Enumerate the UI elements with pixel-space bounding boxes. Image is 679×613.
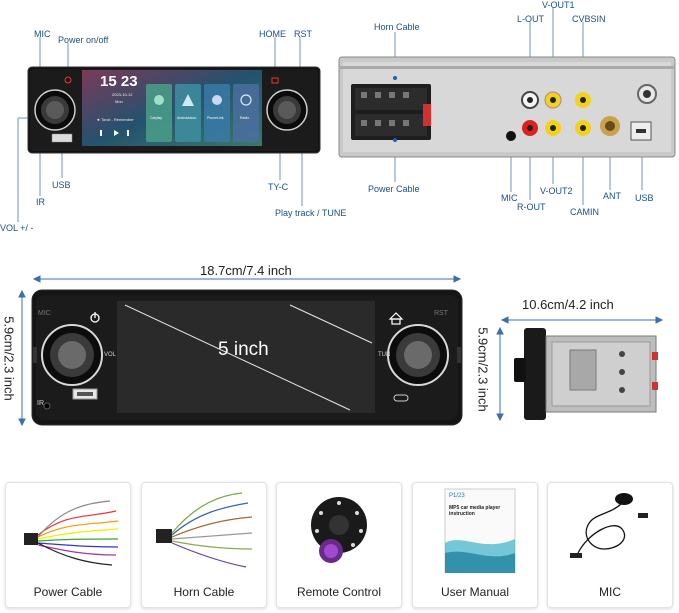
accessory-label-remote-control: Remote Control [296,585,382,599]
screen-date: 2023-10-12 [112,92,133,97]
side-depth-label: 10.6cm/4.2 inch [522,297,614,312]
accessory-card-horn-cable: Horn Cable [141,482,267,608]
screen-app-carplay: Carplay [150,116,163,120]
manual-title: MP5 car media player instruction [449,505,501,517]
front-width-label: 18.7cm/7.4 inch [200,263,292,278]
accessory-label-horn-cable: Horn Cable [173,585,235,599]
callout-tyc: TY-C [268,182,289,192]
callout-power: Power on/off [58,35,109,45]
screen-track: ◄ Tonzi - Remember [96,117,134,122]
callout-play: Play track / TUNE [275,208,347,218]
callout-usb-back: USB [635,193,654,203]
front-panel-diagram: 15 23 2023-10-12 Mon ◄ Tonzi - Remember … [0,0,346,240]
front-tun-print: TUN [378,352,391,358]
accessory-card-mic: MIC [547,482,673,608]
callout-v-out1: V-OUT1 [542,0,575,10]
callout-vol: VOL +/ - [0,223,34,233]
side-dimension-drawing [496,316,664,422]
screen-app-androidauto: AndroidAuto [177,116,197,120]
callout-ir: IR [36,197,45,207]
callout-r-out: R-OUT [517,202,546,212]
callout-camin: CAMIN [570,207,599,217]
front-vol-print: VOL [104,352,117,358]
mic-image [570,493,648,558]
callout-l-out: L-OUT [517,14,544,24]
rear-panel-drawing [338,8,676,205]
callout-power-cable: Power Cable [368,184,420,194]
accessory-label-power-cable: Power Cable [33,585,103,599]
side-height-label: 5.9cm/2.3 inch [475,327,491,412]
callout-horn-cable: Horn Cable [374,22,420,32]
callout-home: HOME [259,29,286,39]
side-dimension-diagram: 10.6cm/4.2 inch 5.9cm/2.3 inch [472,290,677,430]
power-cable-image [24,500,119,566]
horn-cable-image [156,492,253,568]
screen-app-phonelink: PhoneLink [207,116,224,120]
front-dimension-diagram: 18.7cm/7.4 inch 5.9cm/2.3 inch 5 inch MI… [0,255,470,435]
remote-control-image [311,497,367,563]
accessory-card-power-cable: Power Cable [5,482,131,608]
screen-day: Mon [115,99,123,104]
front-mic-print: MIC [38,310,51,317]
front-ir-print: IR [37,400,44,407]
front-height-label: 5.9cm/2.3 inch [1,316,17,401]
callout-rst: RST [294,29,312,39]
callout-mic: MIC [34,29,51,39]
user-manual-image [444,488,516,573]
callout-usb: USB [52,180,71,190]
callout-ant: ANT [603,191,621,201]
callout-cvbsin: CVBSIN [572,14,606,24]
rear-panel-diagram: Horn Cable Power Cable L-OUT V-OUT1 CVBS… [335,0,679,240]
accessory-card-remote-control: Remote Control [276,482,402,608]
front-dimension-drawing [18,275,463,427]
screen-app-radio: Radio [240,116,250,120]
accessory-label-mic: MIC [599,585,621,599]
accessory-label-user-manual: User Manual [440,585,510,599]
front-rst-print: RST [434,310,448,317]
manual-brand: P1/23 [449,493,465,499]
front-panel-leader-lines [17,37,321,222]
screen-time: 15 23 [100,73,138,90]
screen-size-label: 5 inch [218,339,269,360]
callout-mic-back: MIC [501,193,518,203]
accessory-card-user-manual: P1/23 MP5 car media player instruction U… [412,482,538,608]
callout-v-out2: V-OUT2 [540,186,573,196]
